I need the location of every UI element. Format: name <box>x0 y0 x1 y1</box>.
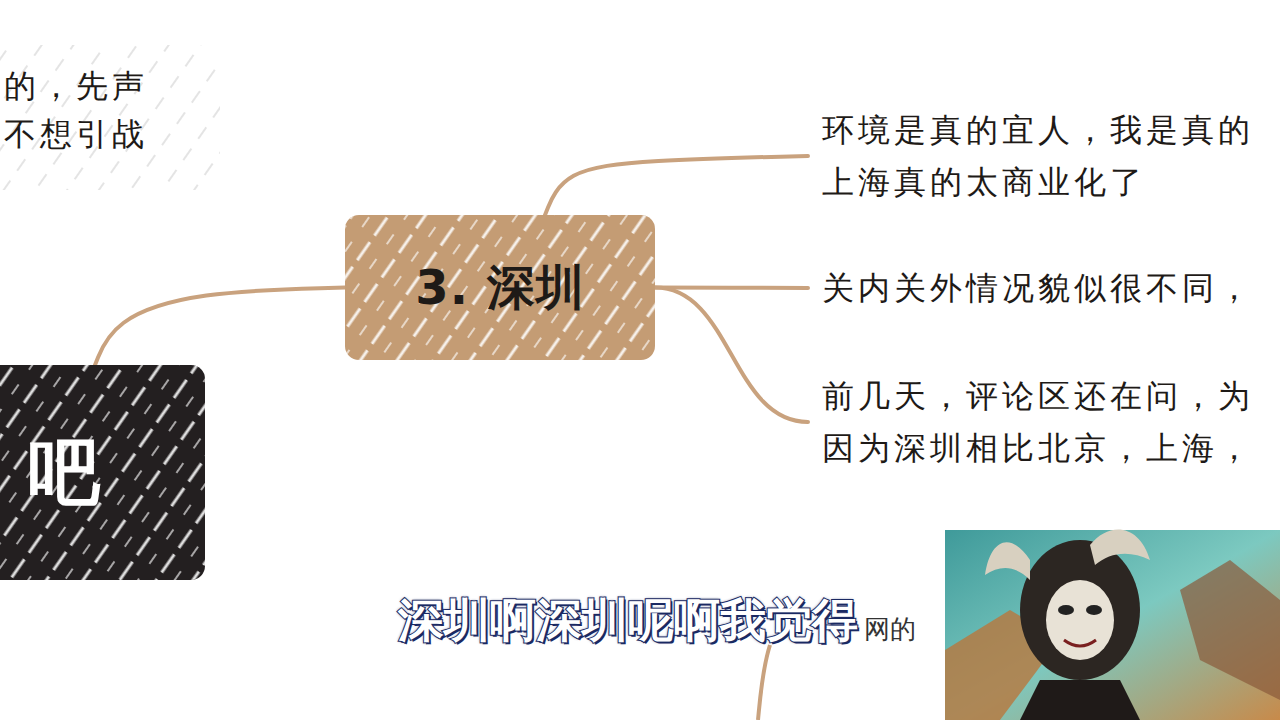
branch-text: 关内关外情况貌似很不同， <box>822 262 1274 314</box>
branch-label: 前几天，评论区还在问，为 因为深圳相比北京，上海， <box>822 370 1274 474</box>
topic-box: 3. 深圳 <box>345 215 655 360</box>
subtitle: 深圳啊深圳呢啊我觉得 <box>398 590 878 650</box>
branch-text: 环境是真的宜人，我是真的 上海真的太商业化了 <box>822 104 1274 208</box>
box-fill <box>345 215 655 360</box>
node-title: 吧 <box>28 429 100 515</box>
box-fill <box>0 365 205 580</box>
branch-text: 前几天，评论区还在问，为 因为深圳相比北京，上海， <box>822 370 1274 474</box>
branch-line <box>95 288 345 366</box>
branch-label: 关内关外情况貌似很不同， <box>822 262 1274 314</box>
branch-stub <box>758 645 770 720</box>
branch-label: 环境是真的宜人，我是真的 上海真的太商业化了 <box>822 104 1274 208</box>
subtitle-fragment: 网的 <box>864 612 934 646</box>
box-hatch <box>345 215 655 360</box>
branch-line <box>655 286 808 291</box>
note-panel <box>0 45 220 190</box>
box-hatch <box>0 365 205 580</box>
branch-line <box>655 288 808 423</box>
node-title: 3. 深圳 <box>415 259 584 317</box>
branch-line <box>545 156 808 215</box>
note-text: 的，先声 不想引战 <box>4 62 154 158</box>
thumbnail-picture <box>945 529 1280 720</box>
root-box: 吧 <box>0 365 205 580</box>
